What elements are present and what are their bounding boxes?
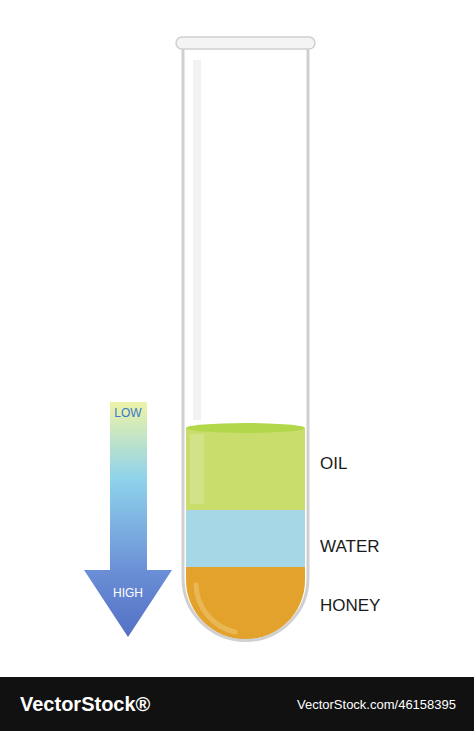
honey-layer	[186, 567, 305, 640]
water-layer	[186, 510, 305, 567]
oil-layer	[186, 428, 305, 510]
watermark: VectorStock®	[20, 693, 150, 715]
arrow-head	[84, 570, 172, 637]
watermark: VectorStock.com/46158395	[297, 698, 456, 712]
test-tube	[183, 47, 308, 641]
tube-rim	[176, 37, 315, 49]
scale-end: LOW	[114, 407, 141, 420]
layer-label: OIL	[320, 455, 347, 474]
oil-surface	[186, 423, 305, 433]
scale-end: HIGH	[113, 587, 143, 600]
watermark-bar	[0, 677, 474, 731]
oil-highlight	[190, 434, 204, 504]
glass-highlight	[193, 60, 201, 420]
layer-label: WATER	[320, 538, 380, 557]
layer-label: HONEY	[320, 597, 380, 616]
honey-highlight	[196, 585, 235, 632]
arrow-shaft	[110, 402, 147, 572]
